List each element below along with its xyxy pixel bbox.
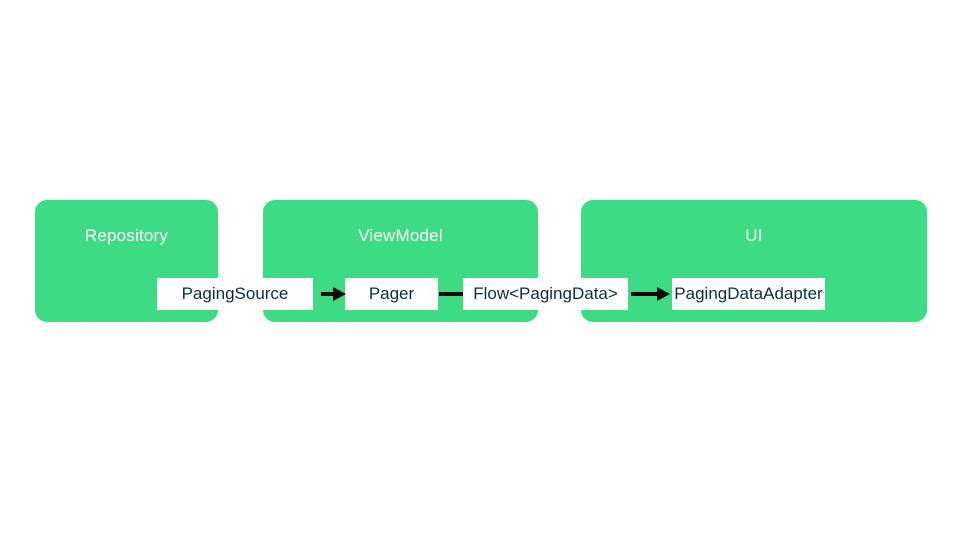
node-pager: Pager bbox=[345, 278, 438, 310]
node-paging-source-label: PagingSource bbox=[181, 284, 289, 303]
node-paging-source: PagingSource bbox=[157, 278, 313, 310]
layer-repository-title: Repository bbox=[84, 226, 169, 245]
node-paging-data-adapter-label: PagingDataAdapter bbox=[674, 284, 823, 303]
connector-pager-to-flow-line bbox=[439, 292, 463, 296]
connector-pagingsource-to-pager-line bbox=[321, 292, 335, 296]
arrowhead-right-icon bbox=[657, 287, 670, 301]
layer-viewmodel-title: ViewModel bbox=[358, 226, 443, 245]
node-pager-label: Pager bbox=[368, 284, 415, 303]
node-flow-paging-data: Flow<PagingData> bbox=[463, 278, 628, 310]
layer-ui-title: UI bbox=[745, 226, 763, 245]
arrowhead-right-icon bbox=[333, 287, 346, 301]
node-flow-paging-data-label: Flow<PagingData> bbox=[473, 284, 618, 303]
connector-flow-to-adapter-line bbox=[631, 292, 658, 296]
node-paging-data-adapter: PagingDataAdapter bbox=[672, 278, 825, 310]
layer-repository: Repository bbox=[35, 200, 218, 322]
